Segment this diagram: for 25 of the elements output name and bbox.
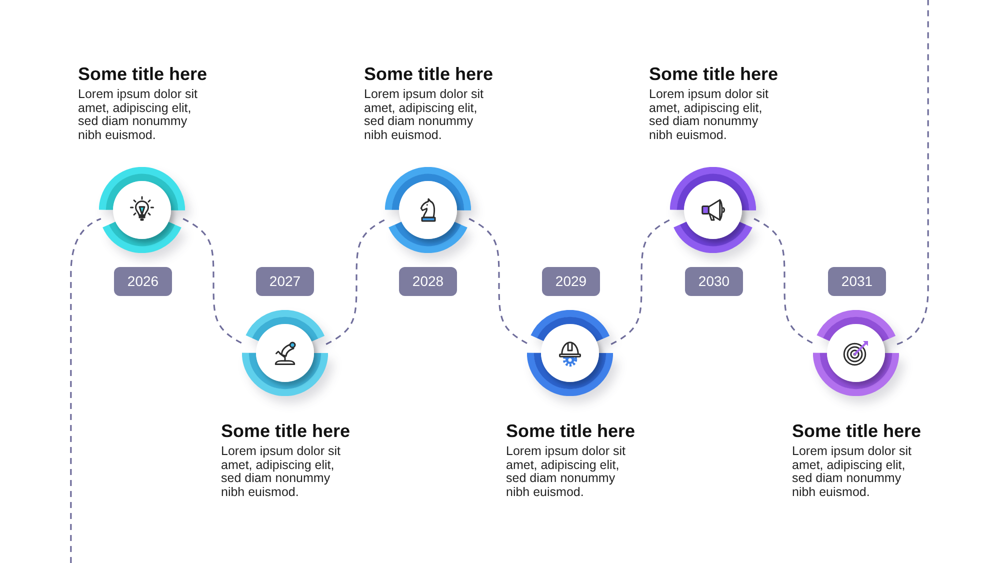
dashed-connector (610, 218, 672, 345)
step-description: Lorem ipsum dolor sit amet, adipiscing elit, sed diam nonummy nibh euismod. (506, 445, 626, 500)
dashed-connector (326, 218, 388, 345)
step-description: Lorem ipsum dolor sit amet, adipiscing elit, sed diam nonummy nibh euismod. (364, 88, 484, 142)
step-title: Some title here (78, 64, 208, 84)
step-title: Some title here (364, 64, 494, 84)
dashed-connector (468, 218, 530, 345)
dashed-connector (896, 0, 929, 345)
year-badge: 2030 (685, 266, 743, 296)
step-description: Lorem ipsum dolor sit amet, adipiscing elit, sed diam nonummy nibh euismod. (221, 445, 342, 500)
step-description: Lorem ipsum dolor sit amet, adipiscing elit, sed diam nonummy nibh euismod. (78, 88, 198, 142)
year-badge: 2029 (542, 266, 600, 296)
dashed-connector (754, 218, 816, 345)
dashed-connector (182, 218, 244, 345)
step-description: Lorem ipsum dolor sit amet, adipiscing elit, sed diam nonummy nibh euismod. (792, 445, 912, 500)
step-title: Some title here (649, 64, 778, 84)
step-description: Lorem ipsum dolor sit amet, adipiscing elit, sed diam nonummy nibh euismod. (649, 88, 770, 142)
year-badge: 2026 (114, 266, 172, 296)
step-title: Some title here (792, 421, 922, 441)
year-badge: 2028 (399, 266, 457, 296)
step-title: Some title here (506, 421, 636, 441)
step-title: Some title here (221, 421, 350, 441)
year-badge: 2027 (256, 266, 314, 296)
year-badge: 2031 (828, 266, 886, 296)
dashed-connector (70, 218, 102, 563)
